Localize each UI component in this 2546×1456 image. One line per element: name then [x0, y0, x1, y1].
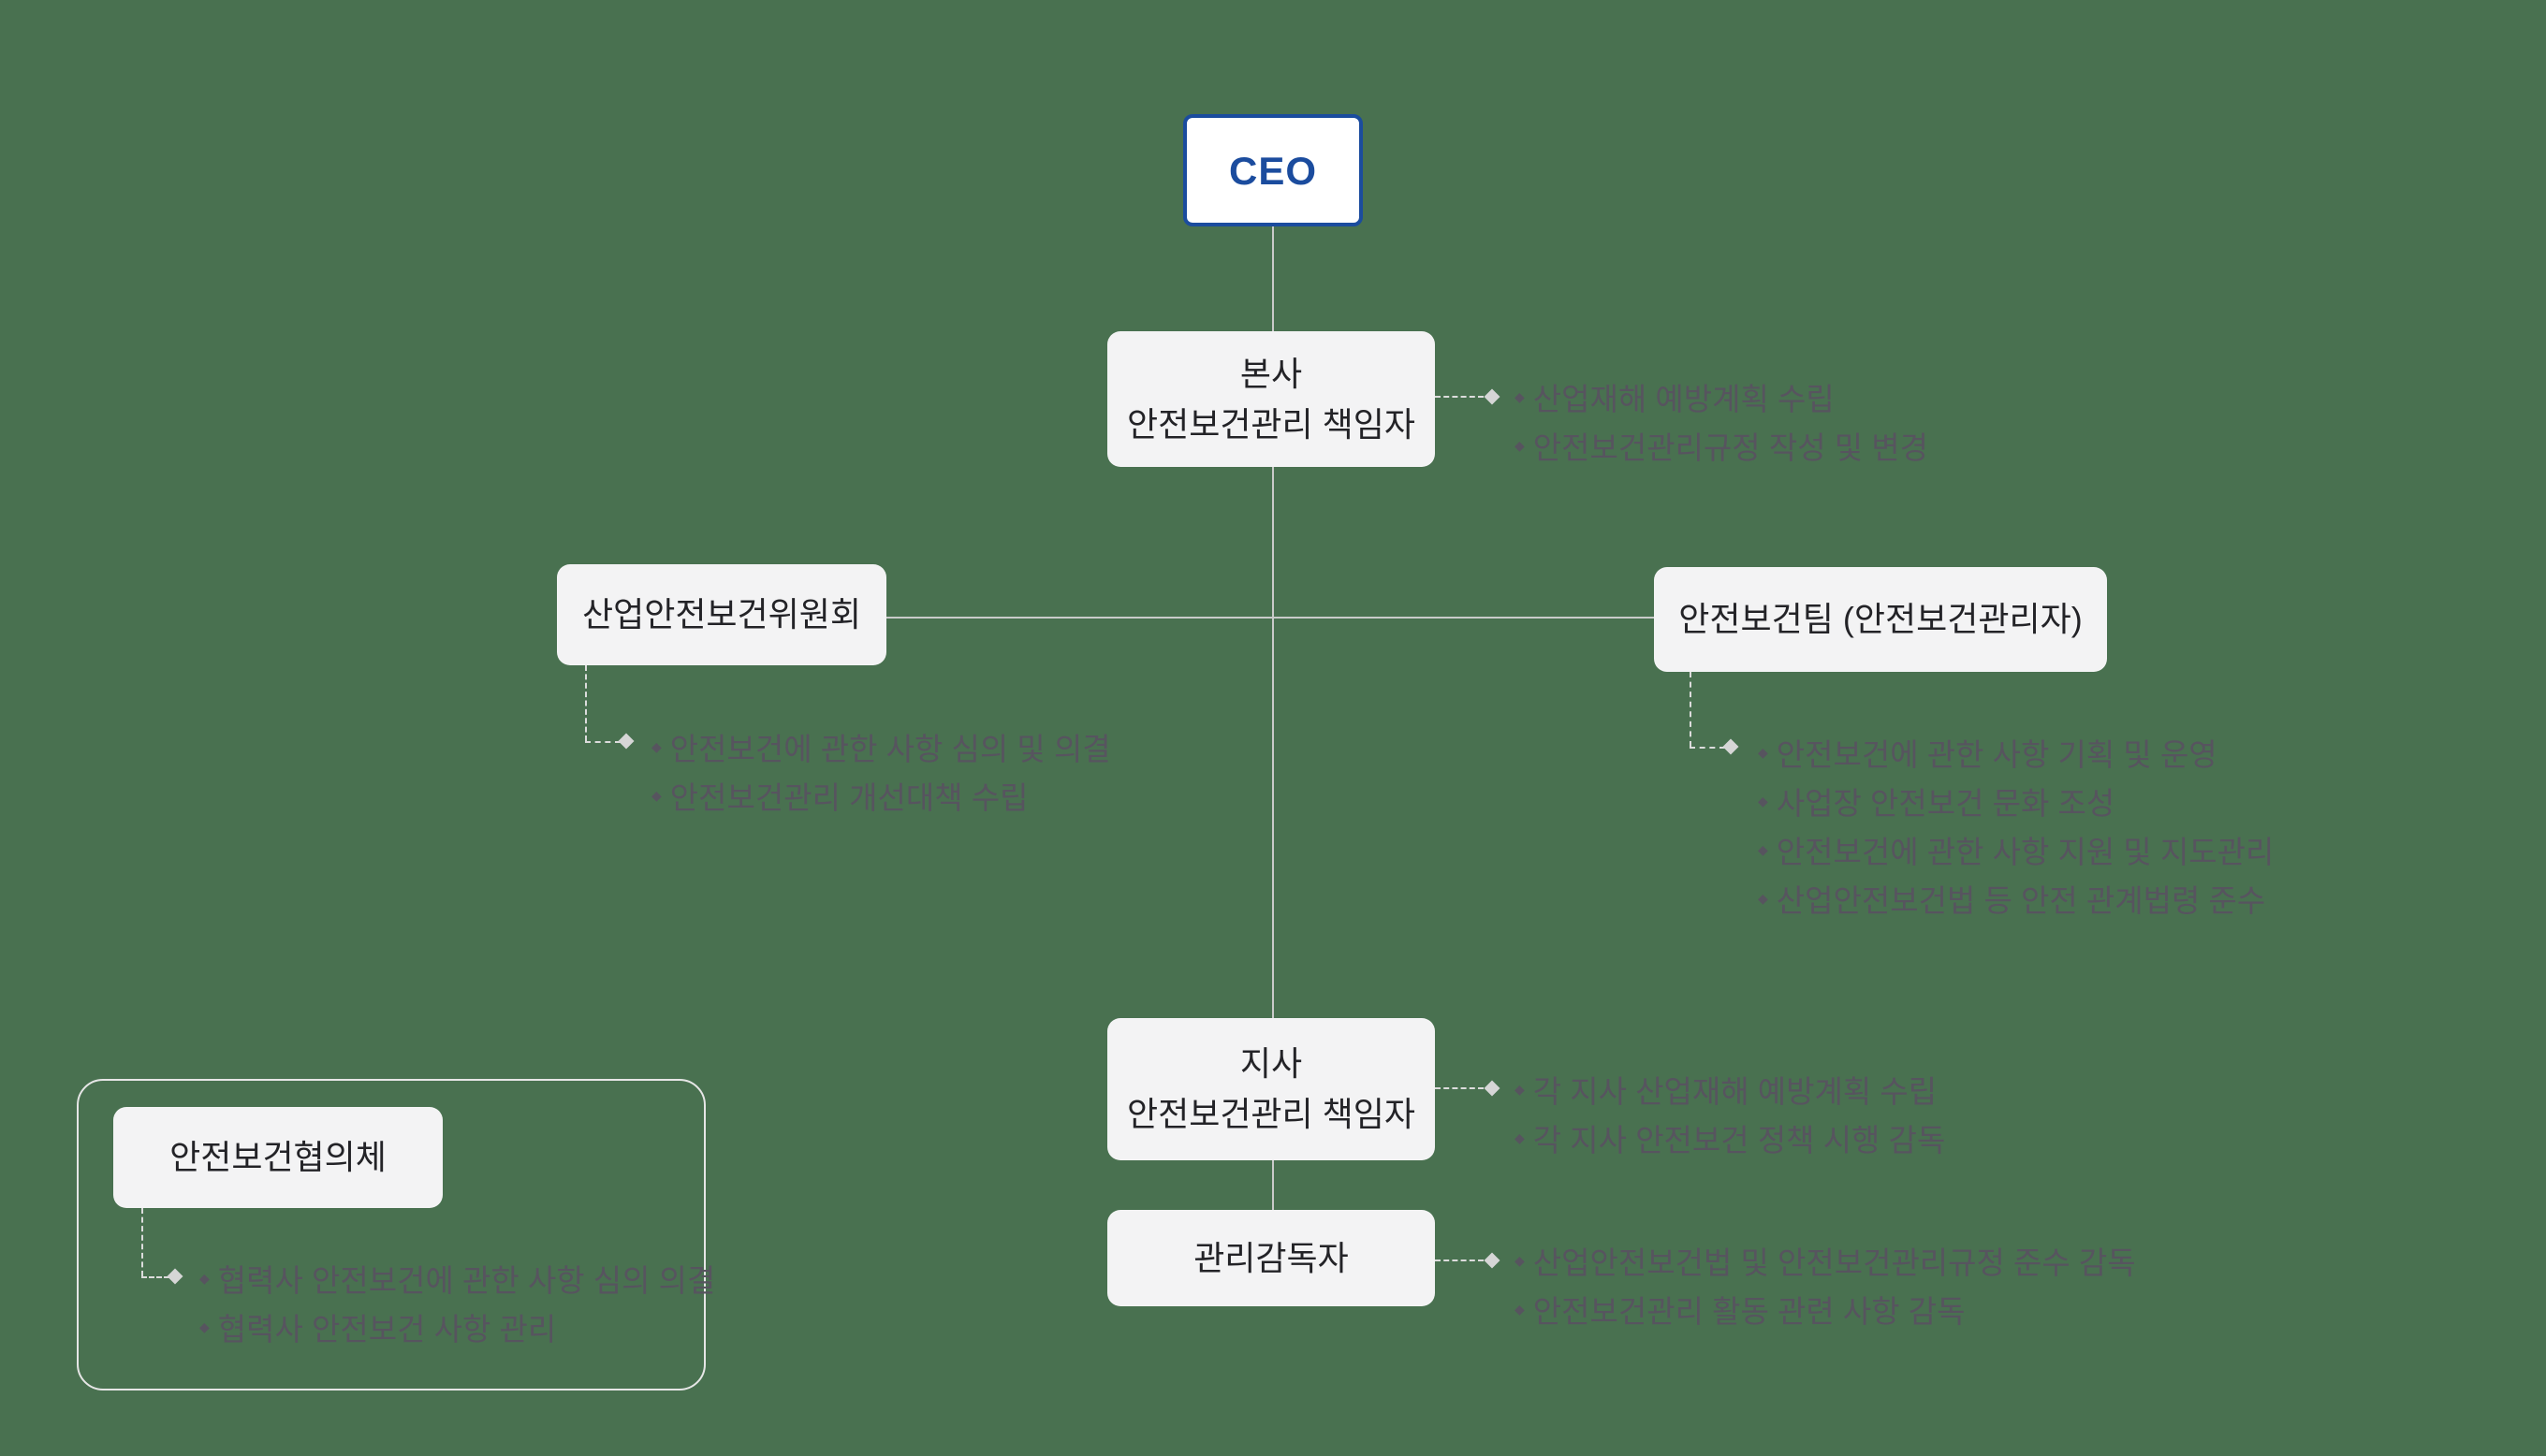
- node-ceo: CEO: [1183, 114, 1363, 226]
- team-duties-diamond: [1722, 738, 1739, 755]
- node-committee-label: 산업안전보건위원회: [581, 595, 862, 633]
- committee-duties-connector-horizontal: [585, 741, 621, 743]
- node-team: 안전보건팀 (안전보건관리자): [1654, 567, 2107, 672]
- diamond-bullet-icon: ◆: [1758, 793, 1768, 808]
- supervisor-duties-connector: [1435, 1259, 1484, 1261]
- duty-text: 협력사 안전보건에 관한 사항 심의 의결: [217, 1263, 716, 1298]
- center-vertical-line: [1272, 226, 1274, 1211]
- diamond-bullet-icon: ◆: [1758, 744, 1768, 760]
- diamond-bullet-icon: ◆: [1514, 388, 1525, 404]
- duty-text: 안전보건에 관한 사항 기획 및 운영: [1776, 737, 2217, 772]
- list-item: ◆ 협력사 안전보건 사항 관리: [199, 1303, 715, 1351]
- duty-text: 안전보건에 관한 사항 지원 및 지도관리: [1776, 835, 2275, 869]
- team-duties-connector-vertical: [1690, 672, 1691, 747]
- list-item: ◆ 안전보건에 관한 사항 지원 및 지도관리: [1758, 825, 2274, 874]
- diamond-bullet-icon: ◆: [1514, 1081, 1525, 1097]
- node-branch-label-line1: 지사: [1239, 1044, 1303, 1083]
- branch-duties-list: ◆ 각 지사 산업재해 예방계획 수립 ◆ 각 지사 안전보건 정책 시행 감독: [1514, 1065, 1945, 1162]
- team-duties-connector-horizontal: [1690, 747, 1725, 749]
- list-item: ◆ 안전보건관리규정 작성 및 변경: [1514, 421, 1928, 470]
- committee-duties-connector-vertical: [585, 665, 587, 741]
- list-item: ◆ 산업재해 예방계획 수립: [1514, 372, 1928, 421]
- branch-duties-connector: [1435, 1087, 1484, 1089]
- list-item: ◆ 각 지사 안전보건 정책 시행 감독: [1514, 1114, 1945, 1162]
- node-ceo-label: CEO: [1228, 148, 1317, 193]
- duty-text: 안전보건관리 개선대책 수립: [669, 780, 1029, 815]
- hq-duties-diamond: [1484, 388, 1500, 405]
- supervisor-duties-list: ◆ 산업안전보건법 및 안전보건관리규정 준수 감독 ◆ 안전보건관리 활동 관련 …: [1514, 1236, 2136, 1333]
- node-supervisor-label: 관리감독자: [1193, 1238, 1349, 1277]
- list-item: ◆ 각 지사 산업재해 예방계획 수립: [1514, 1065, 1945, 1114]
- node-branch-label-line2: 안전보건관리 책임자: [1126, 1095, 1416, 1133]
- diamond-bullet-icon: ◆: [199, 1270, 210, 1286]
- supervisor-duties-diamond: [1484, 1252, 1500, 1269]
- council-group-frame: [77, 1079, 706, 1390]
- council-duties-connector-vertical: [141, 1208, 143, 1276]
- node-supervisor: 관리감독자: [1107, 1210, 1435, 1306]
- duty-text: 안전보건에 관한 사항 심의 및 의결: [669, 732, 1111, 766]
- duty-text: 산업재해 예방계획 수립: [1532, 382, 1835, 416]
- duty-text: 산업안전보건법 등 안전 관계법령 준수: [1776, 883, 2266, 918]
- committee-team-horizontal-line: [886, 617, 1657, 619]
- list-item: ◆ 안전보건관리 개선대책 수립: [651, 771, 1111, 820]
- node-council: 안전보건협의체: [113, 1107, 443, 1208]
- diamond-bullet-icon: ◆: [1758, 841, 1768, 857]
- node-hq-manager: 본사 안전보건관리 책임자: [1107, 331, 1435, 467]
- duty-text: 사업장 안전보건 문화 조성: [1776, 786, 2115, 821]
- diamond-bullet-icon: ◆: [199, 1318, 210, 1334]
- duty-text: 안전보건관리규정 작성 및 변경: [1532, 430, 1928, 465]
- committee-duties-diamond: [618, 733, 635, 750]
- branch-duties-diamond: [1484, 1080, 1500, 1097]
- list-item: ◆ 안전보건에 관한 사항 기획 및 운영: [1758, 728, 2274, 777]
- list-item: ◆ 산업안전보건법 등 안전 관계법령 준수: [1758, 874, 2274, 923]
- diamond-bullet-icon: ◆: [651, 787, 662, 803]
- list-item: ◆ 사업장 안전보건 문화 조성: [1758, 777, 2274, 825]
- hq-duties-list: ◆ 산업재해 예방계획 수립 ◆ 안전보건관리규정 작성 및 변경: [1514, 372, 1928, 470]
- diamond-bullet-icon: ◆: [1514, 1252, 1525, 1268]
- node-hq-label-line2: 안전보건관리 책임자: [1126, 404, 1416, 444]
- list-item: ◆ 안전보건에 관한 사항 심의 및 의결: [651, 722, 1111, 771]
- council-duties-connector-horizontal: [141, 1276, 169, 1278]
- list-item: ◆ 협력사 안전보건에 관한 사항 심의 의결: [199, 1254, 715, 1303]
- diamond-bullet-icon: ◆: [1514, 437, 1525, 453]
- node-hq-label-line1: 본사: [1239, 354, 1303, 393]
- duty-text: 산업안전보건법 및 안전보건관리규정 준수 감독: [1532, 1245, 2136, 1280]
- diamond-bullet-icon: ◆: [1514, 1301, 1525, 1317]
- duty-text: 각 지사 산업재해 예방계획 수립: [1532, 1074, 1938, 1109]
- node-branch-manager: 지사 안전보건관리 책임자: [1107, 1018, 1435, 1160]
- duty-text: 각 지사 안전보건 정책 시행 감독: [1532, 1123, 1946, 1158]
- team-duties-list: ◆ 안전보건에 관한 사항 기획 및 운영 ◆ 사업장 안전보건 문화 조성 ◆ 안전…: [1758, 728, 2274, 923]
- diamond-bullet-icon: ◆: [651, 738, 662, 754]
- list-item: ◆ 산업안전보건법 및 안전보건관리규정 준수 감독: [1514, 1236, 2136, 1285]
- node-team-label: 안전보건팀 (안전보건관리자): [1678, 600, 2083, 638]
- diamond-bullet-icon: ◆: [1758, 890, 1768, 906]
- list-item: ◆ 안전보건관리 활동 관련 사항 감독: [1514, 1285, 2136, 1333]
- committee-duties-list: ◆ 안전보건에 관한 사항 심의 및 의결 ◆ 안전보건관리 개선대책 수립: [651, 722, 1111, 820]
- node-committee: 산업안전보건위원회: [557, 564, 886, 665]
- hq-duties-connector: [1435, 396, 1484, 398]
- diamond-bullet-icon: ◆: [1514, 1129, 1525, 1145]
- council-duties-list: ◆ 협력사 안전보건에 관한 사항 심의 의결 ◆ 협력사 안전보건 사항 관리: [199, 1254, 715, 1351]
- duty-text: 안전보건관리 활동 관련 사항 감독: [1532, 1294, 1966, 1329]
- duty-text: 협력사 안전보건 사항 관리: [217, 1312, 557, 1347]
- node-council-label: 안전보건협의체: [169, 1138, 387, 1176]
